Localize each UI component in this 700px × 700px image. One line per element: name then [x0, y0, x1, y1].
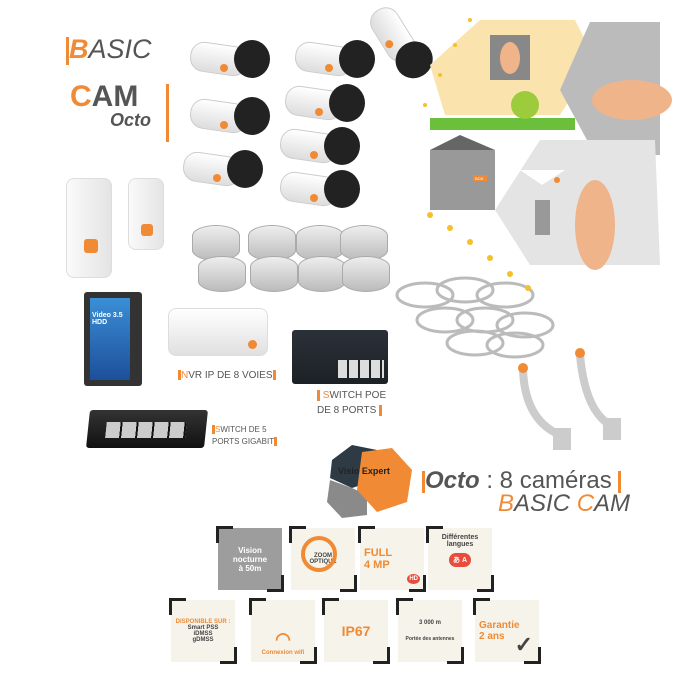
wall-brackets — [518, 348, 621, 450]
tagline: Octo : 8 caméras BASIC CAM — [422, 467, 630, 515]
feature-ip67: IP67 — [322, 598, 390, 664]
logo-text: Visio Expert — [338, 466, 390, 476]
brand-subtitle: Octo — [110, 110, 152, 130]
network-cables — [395, 276, 555, 359]
junction-box — [340, 225, 388, 261]
tagline-text: : 8 caméras — [479, 467, 612, 494]
gigabit-switch-label: SWITCH DE 5 PORTS GIGABIT — [212, 424, 278, 448]
hdd-label: HDD — [92, 319, 108, 326]
wireless-antenna — [128, 178, 164, 250]
junction-box — [248, 225, 296, 261]
tagline-octo: Octo — [425, 467, 480, 494]
poe-switch — [292, 330, 388, 384]
nvr-label: NVR IP DE 8 VOIES — [178, 370, 276, 381]
bullet-camera — [188, 95, 270, 137]
brand-title: BASIC — [66, 34, 152, 65]
title-letter: C — [70, 80, 92, 113]
bullet-camera — [181, 148, 263, 190]
junction-box — [250, 256, 298, 292]
title-divider — [166, 84, 169, 142]
feature-wifi: ◠Connexion wifi — [249, 598, 317, 664]
junction-box — [198, 256, 246, 292]
bullet-camera — [283, 82, 365, 124]
bullet-camera — [278, 168, 360, 210]
bullet-camera — [278, 125, 360, 167]
hdd-label: Video 3.5 — [92, 312, 123, 319]
title-text: AM — [91, 80, 139, 113]
title-letter: B — [69, 34, 89, 64]
poe-switch-label: SWITCH POE DE 8 PORTS — [317, 389, 387, 416]
junction-box — [342, 256, 390, 292]
junction-box — [298, 256, 346, 292]
bullet-camera — [293, 38, 375, 80]
title-text: ASIC — [88, 34, 152, 64]
wireless-antenna — [66, 178, 112, 278]
nvr-recorder — [168, 308, 268, 356]
hard-drive: Video 3.5 HDD — [84, 292, 142, 386]
visio-expert-logo — [327, 445, 412, 518]
box-label: BOX — [475, 176, 484, 181]
bullet-camera — [188, 38, 270, 80]
farm-installation-diagram: BOX — [423, 18, 672, 291]
junction-box — [192, 225, 240, 261]
brand-title-cam: CAM — [70, 80, 138, 114]
gigabit-switch — [86, 410, 208, 448]
